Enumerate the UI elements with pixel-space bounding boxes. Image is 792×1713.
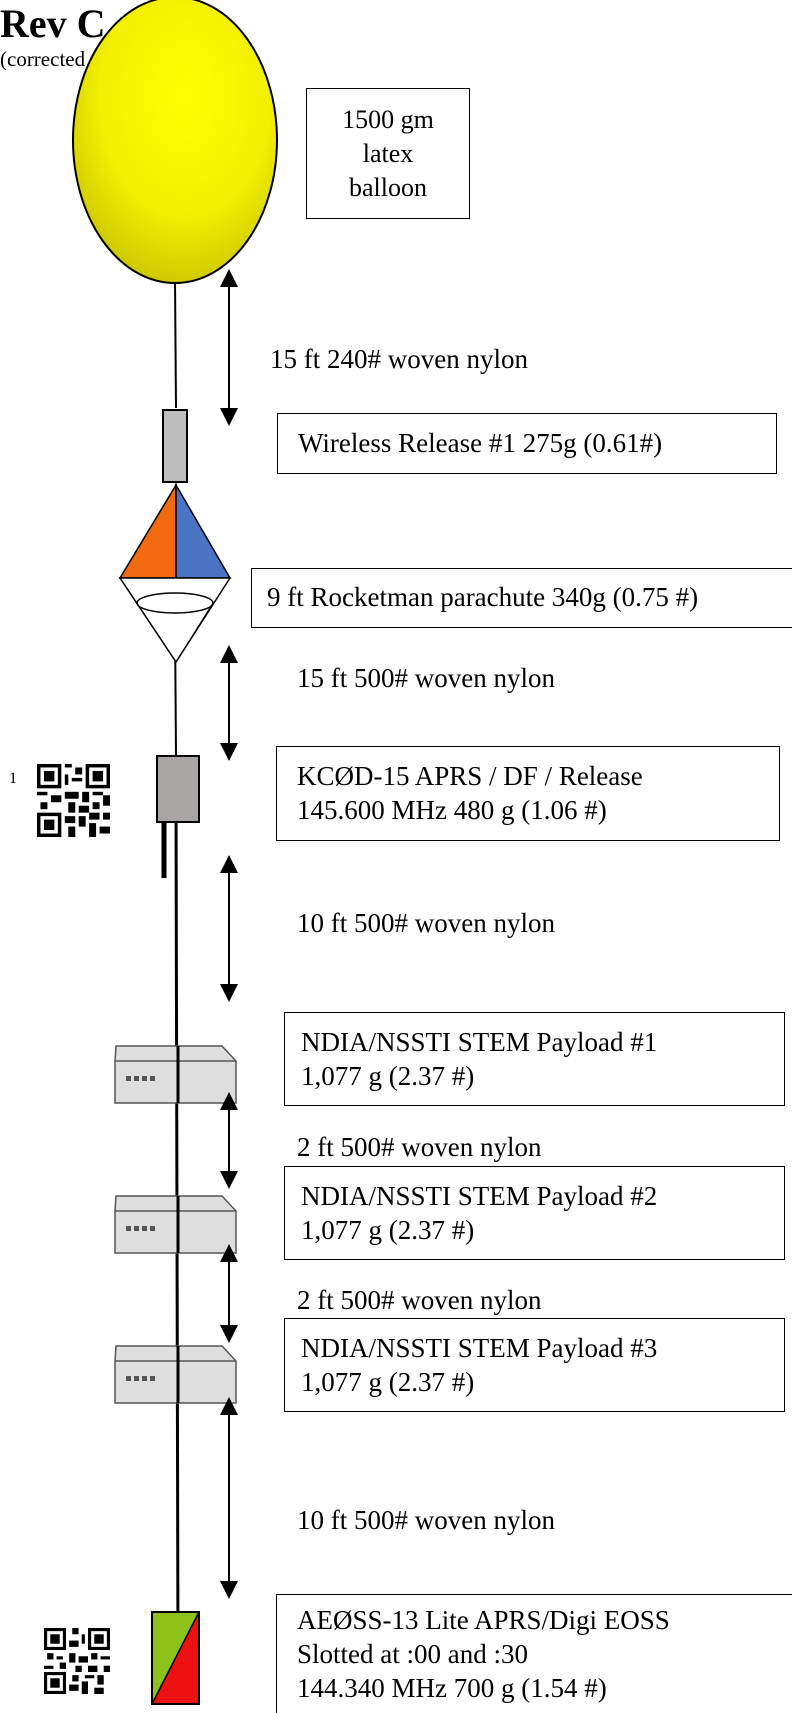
payload-box-1 [114, 1045, 237, 1104]
payload-box-3 [114, 1345, 237, 1404]
tether-line-1 [174, 279, 177, 409]
payload-1-line: 1,077 g (2.37 #) [301, 1061, 475, 1091]
aprs-tracker-line: KCØD-15 APRS / DF / Release [297, 761, 643, 791]
payload-1-box: NDIA/NSSTI STEM Payload #1 1,077 g (2.37… [284, 1012, 785, 1106]
wireless-release-label: Wireless Release #1 275g (0.61#) [298, 428, 663, 458]
aeoss-tracker-box: AEØSS-13 Lite APRS/Digi EOSS Slotted at … [276, 1594, 792, 1713]
payload-3-line: 1,077 g (2.37 #) [301, 1367, 475, 1397]
aeoss-tracker-line: Slotted at :00 and :30 [297, 1639, 528, 1669]
aeoss-tracker-line: AEØSS-13 Lite APRS/Digi EOSS [297, 1605, 670, 1635]
aeoss-tracker-device [151, 1611, 200, 1705]
tether-label-3: 10 ft 500# woven nylon [297, 908, 555, 938]
parachute-label: 9 ft Rocketman parachute 340g (0.75 #) [267, 582, 699, 612]
payload-box-2 [114, 1195, 237, 1254]
aprs-tracker-box: KCØD-15 APRS / DF / Release 145.600 MHz … [276, 746, 780, 841]
payload-3-line: NDIA/NSSTI STEM Payload #3 [301, 1333, 658, 1363]
footnote-marker: 1 [9, 770, 17, 787]
payload-3-box: NDIA/NSSTI STEM Payload #3 1,077 g (2.37… [284, 1318, 785, 1412]
aeoss-tracker-line: 144.340 MHz 700 g (1.54 #) [297, 1673, 607, 1703]
parachute-box: 9 ft Rocketman parachute 340g (0.75 #) [251, 568, 792, 628]
qr-code-icon [37, 764, 110, 837]
wireless-release-box: Wireless Release #1 275g (0.61#) [277, 413, 777, 474]
balloon-label-box: 1500 gm latex balloon [306, 88, 470, 219]
qr-code-icon [44, 1628, 110, 1694]
parachute-shape [118, 482, 232, 664]
balloon-label-line: 1500 gm [342, 105, 434, 134]
tether-label-4: 2 ft 500# woven nylon [297, 1132, 542, 1162]
tether-label-1: 15 ft 240# woven nylon [270, 344, 528, 374]
payload-2-line: 1,077 g (2.37 #) [301, 1215, 475, 1245]
balloon-label-line: latex [362, 139, 414, 168]
payload-1-line: NDIA/NSSTI STEM Payload #1 [301, 1027, 658, 1057]
wireless-release-device [162, 409, 188, 483]
tether-label-6: 10 ft 500# woven nylon [297, 1505, 555, 1535]
payload-2-line: NDIA/NSSTI STEM Payload #2 [301, 1181, 658, 1211]
payload-2-box: NDIA/NSSTI STEM Payload #2 1,077 g (2.37… [284, 1166, 785, 1260]
tether-label-2: 15 ft 500# woven nylon [297, 663, 555, 693]
tether-label-5: 2 ft 500# woven nylon [297, 1285, 542, 1315]
balloon-shape [72, 0, 278, 284]
balloon-label-line: balloon [349, 173, 427, 202]
aprs-tracker-line: 145.600 MHz 480 g (1.06 #) [297, 795, 607, 825]
diagram-title: Rev C [0, 1, 106, 46]
aprs-tracker-device [156, 755, 200, 823]
